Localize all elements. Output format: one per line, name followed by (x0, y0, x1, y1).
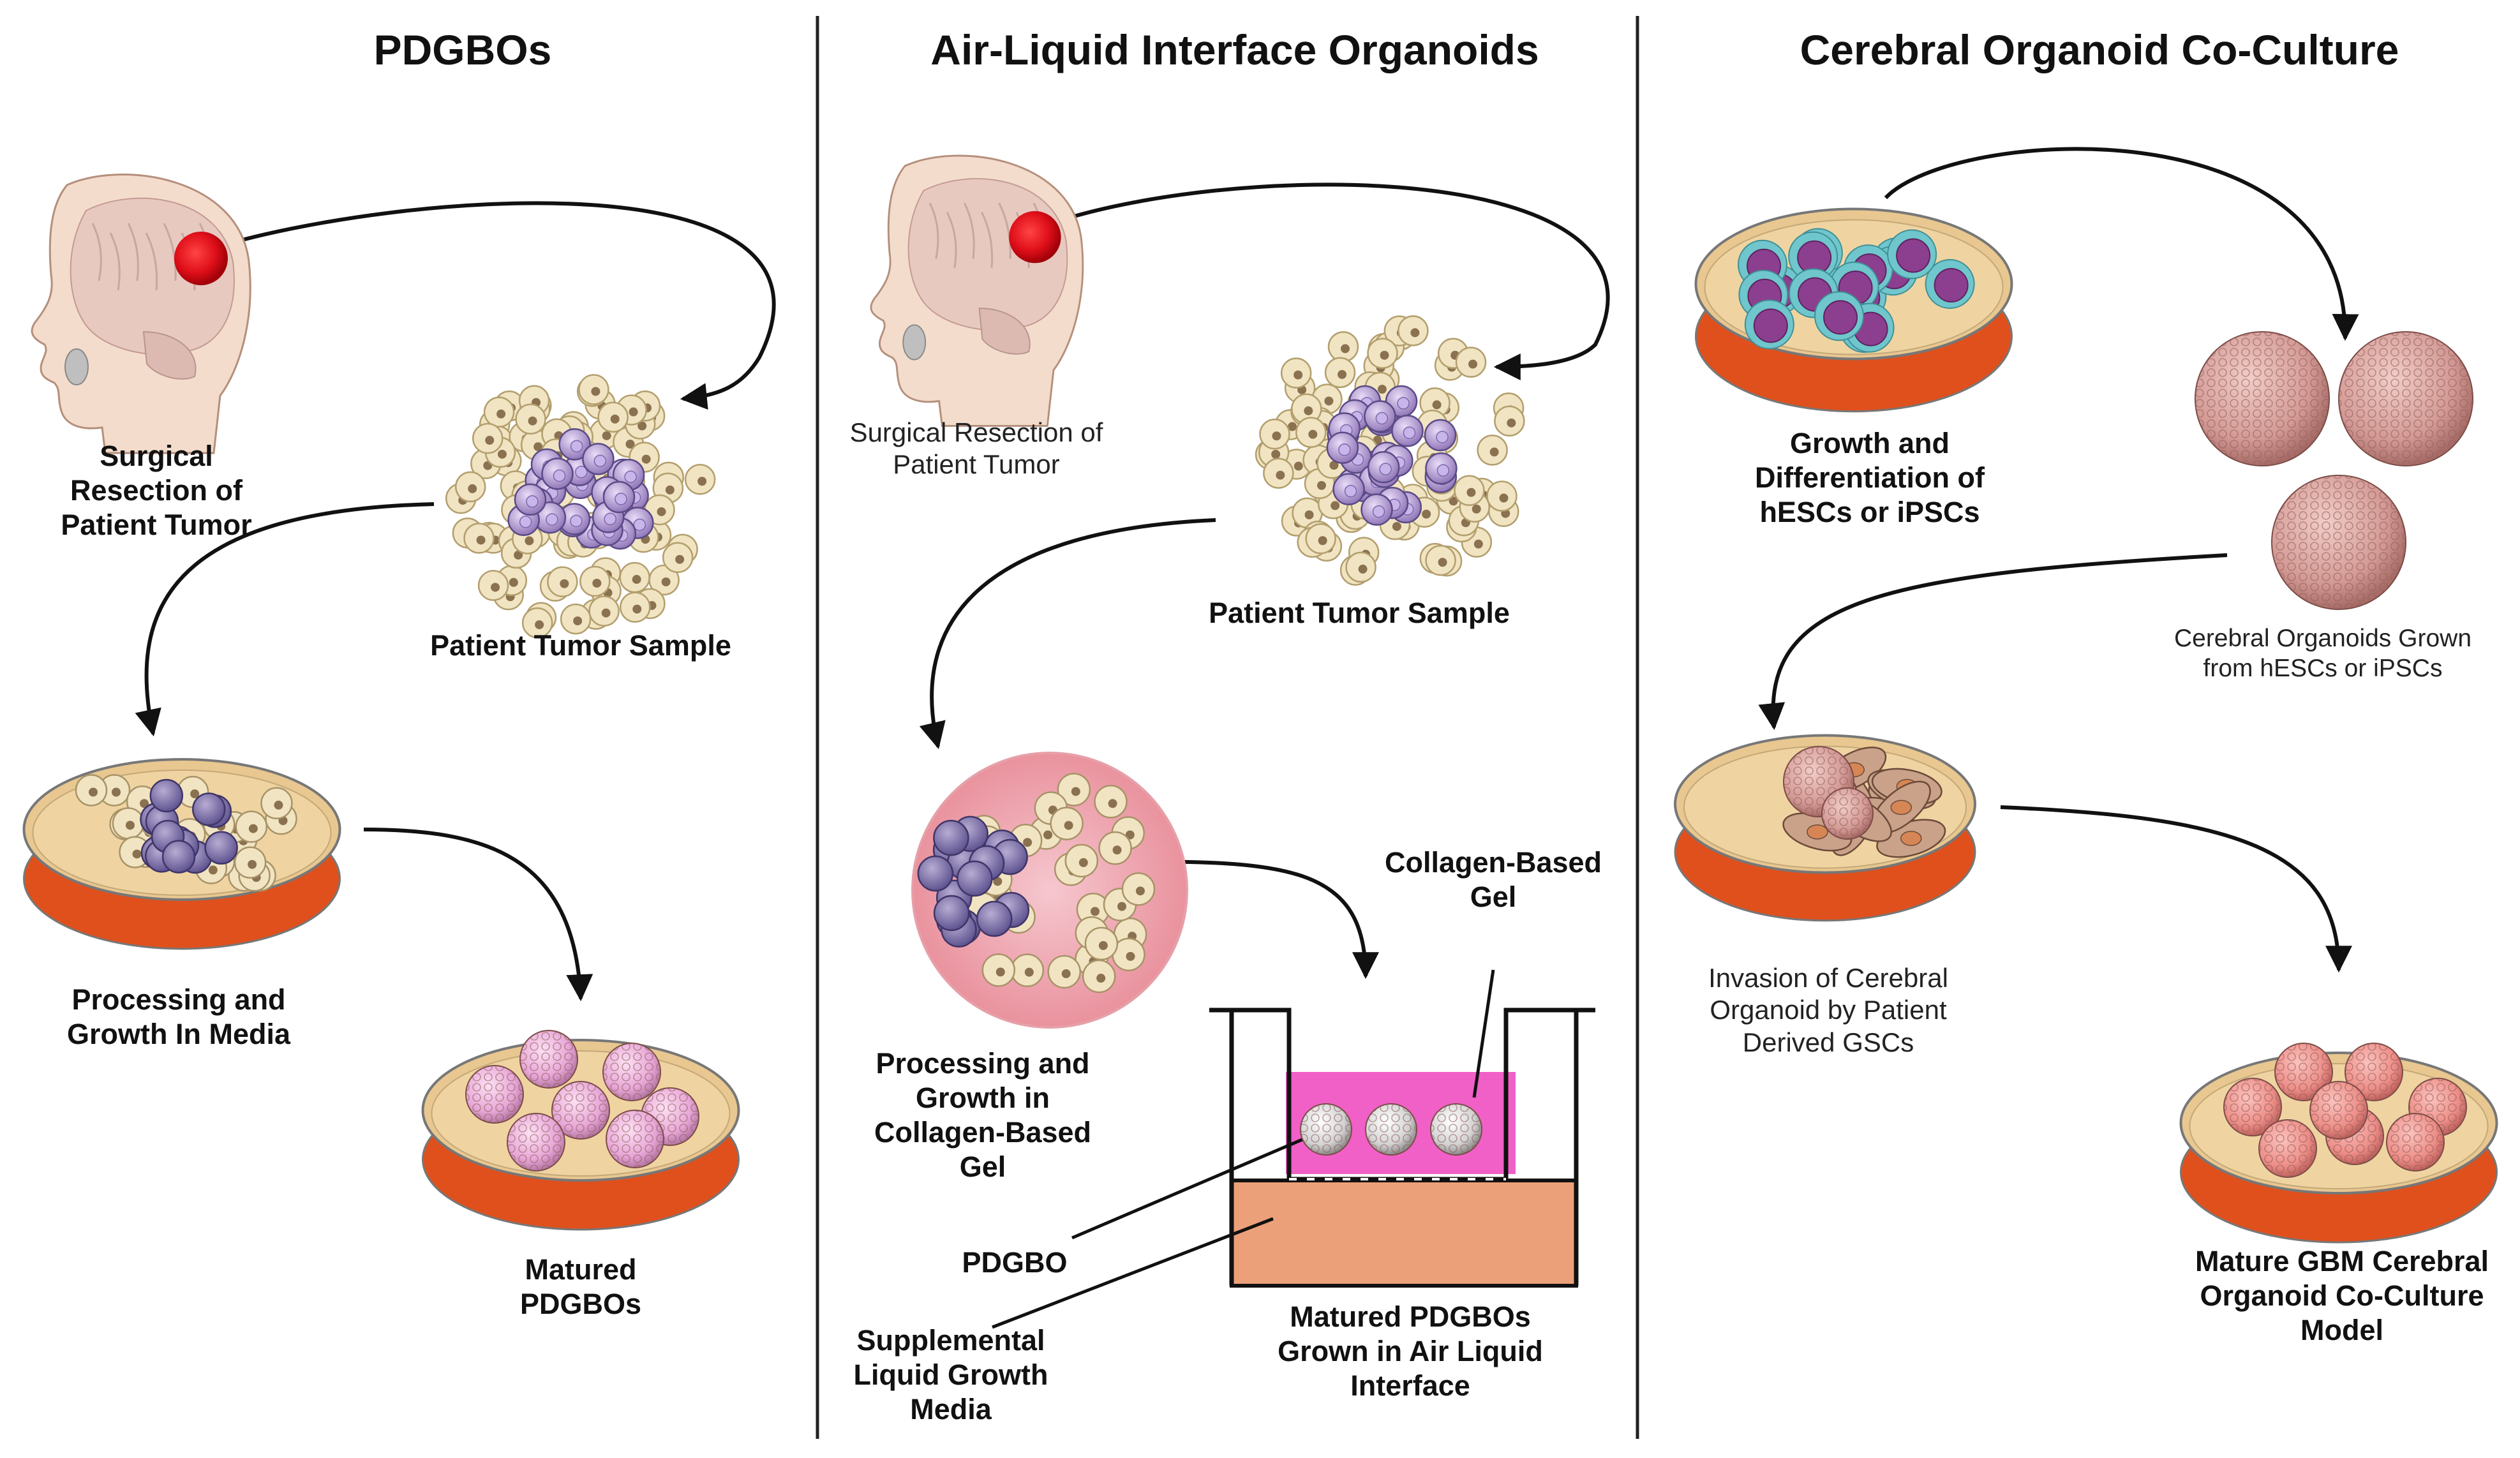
organoid-icon (1300, 1103, 1352, 1156)
arrow (1033, 182, 1610, 380)
panel-title: PDGBOs (373, 26, 552, 73)
organoid-icon (606, 1110, 664, 1168)
organoid-icon (2195, 331, 2330, 466)
organoid-icon (602, 1043, 661, 1101)
tumor-sample-icon (1255, 315, 1525, 586)
head-icon (31, 174, 251, 454)
label-sample: Patient Tumor Sample (430, 629, 731, 662)
label-processing: Processing and Growth In Media (66, 983, 290, 1050)
organoid-icon (2271, 475, 2406, 610)
organoid-icon (1430, 1103, 1482, 1156)
organoid-icon (507, 1113, 565, 1172)
label-matured: Matured PDGBOs Grown in Air Liquid Inter… (1278, 1300, 1543, 1402)
arrow (363, 828, 593, 1002)
organoid-icon (1821, 787, 1874, 840)
label-pdgbo: PDGBO (962, 1246, 1068, 1279)
petri-dish-icon (1694, 207, 2013, 413)
arrow (2000, 805, 2352, 973)
arrow (1758, 553, 2228, 731)
arrow (210, 201, 776, 410)
organoid-icon (519, 1030, 578, 1089)
label-supplemental: Supplemental Liquid Growth Media (853, 1324, 1048, 1425)
petri-dish-icon (421, 1030, 740, 1231)
pointer-line (992, 1217, 1274, 1329)
petri-dish-icon (911, 752, 1188, 1029)
label-growth: Growth and Differentiation of hESCs or i… (1755, 427, 1985, 528)
organoid-icon (2274, 1043, 2333, 1101)
panel-title: Air-Liquid Interface Organoids (930, 26, 1539, 73)
label-organoids: Cerebral Organoids Grown from hESCs or i… (2173, 625, 2472, 682)
organoid-icon (2309, 1081, 2368, 1140)
label-mature: Mature GBM Cerebral Organoid Co-Culture … (2195, 1245, 2489, 1346)
organoid-icon (2386, 1113, 2445, 1172)
pointer-line (1071, 1127, 1327, 1240)
organoid-icon (551, 1081, 610, 1140)
label-gel: Collagen-Based Gel (1384, 846, 1602, 913)
organoid-icon (2258, 1119, 2317, 1178)
label-sample: Patient Tumor Sample (1209, 597, 1510, 629)
organoid-icon (465, 1065, 524, 1124)
label-matured: Matured PDGBOs (519, 1253, 642, 1320)
label-resection: Surgical Resection of Patient Tumor (849, 417, 1103, 480)
arrow (919, 518, 1216, 750)
pointer-line (1472, 969, 1495, 1098)
tumor-sample-icon (445, 374, 716, 639)
petri-dish-icon (2179, 1043, 2498, 1244)
label-resection: Surgical Resection of Patient Tumor (61, 440, 252, 541)
petri-dish-icon (1674, 734, 1976, 922)
organoid-icon (2223, 1078, 2282, 1136)
head-icon (870, 154, 1084, 427)
label-processing: Processing and Growth in Collagen-Based … (874, 1047, 1092, 1183)
arrow (1884, 147, 2359, 341)
arrow (135, 502, 435, 737)
label-invasion: Invasion of Cerebral Organoid by Patient… (1708, 963, 1948, 1057)
organoid-icon (2338, 331, 2473, 466)
organoid-icon (1365, 1103, 1417, 1156)
panel-title: Cerebral Organoid Co-Culture (1800, 26, 2399, 73)
transwell-insert-icon (992, 969, 1595, 1329)
petri-dish-icon (22, 758, 341, 950)
arrow (1132, 859, 1379, 979)
organoid-icon (2345, 1043, 2403, 1101)
